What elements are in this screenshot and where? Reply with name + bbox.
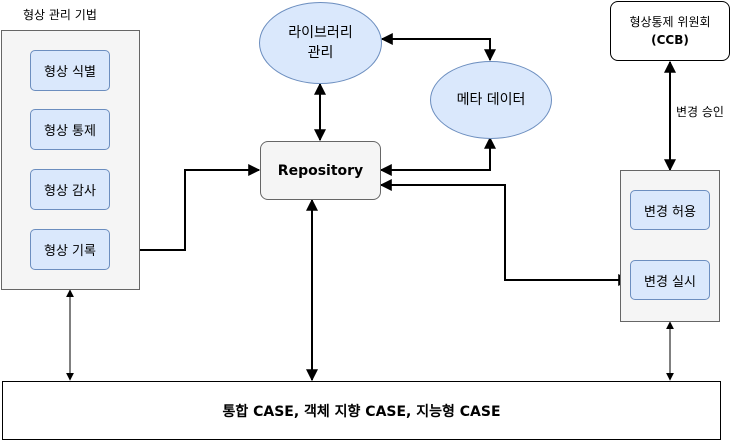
repository-node: Repository [260, 141, 381, 200]
step-allow-change: 변경 허용 [630, 190, 710, 230]
left-group-title: 형상 관리 기법 [23, 8, 97, 22]
step-control: 형상 통제 [30, 109, 110, 150]
library-label-line1: 라이브러리 [288, 25, 353, 41]
arrow-record-repository [109, 164, 261, 256]
ccb-label-line1: 형상통제 위원회 [629, 15, 711, 29]
step-record: 형상 기록 [30, 229, 110, 270]
arrow-meta-repository [379, 136, 496, 176]
ccb-label-line2: (CCB) [651, 33, 689, 47]
step-identify: 형상 식별 [30, 50, 110, 91]
library-label-line2: 관리 [307, 45, 334, 61]
ccb-node: 형상통제 위원회 (CCB) [610, 1, 730, 61]
step-audit: 형상 감사 [30, 169, 110, 210]
arrow-repository-execute [379, 179, 631, 286]
approval-label: 변경 승인 [676, 105, 724, 119]
arrow-library-meta [380, 33, 496, 62]
metadata-node: 메타 데이터 [430, 61, 552, 139]
case-tools-bar: 통합 CASE, 객체 지향 CASE, 지능형 CASE [2, 381, 721, 440]
step-execute-change: 변경 실시 [630, 260, 710, 300]
